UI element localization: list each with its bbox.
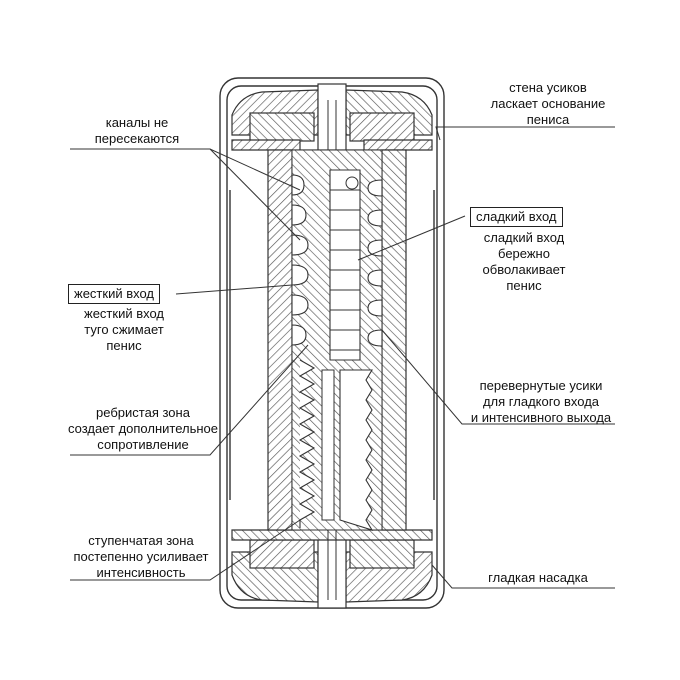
label-inverted-tendrils: перевернутые усики для гладкого входа и … [470, 378, 612, 425]
label-sweet-entry-title: сладкий вход [470, 207, 563, 227]
label-hard-entry-title: жесткий вход [68, 284, 160, 304]
inner-channel [291, 149, 383, 531]
label-hard-entry-desc: жесткий вход туго сжимает пенис [84, 306, 164, 353]
label-smooth-cap: гладкая насадка [488, 570, 588, 585]
label-channels: каналы не пересекаются [94, 115, 180, 146]
label-ribbed-zone: ребристая зона создает дополнительное со… [67, 405, 218, 452]
leader-lines [70, 126, 615, 589]
label-sweet-entry-desc: сладкий вход бережно обволакивает пенис [482, 230, 566, 293]
label-stepped-zone: ступенчатая зона постепенно усиливает ин… [73, 533, 209, 580]
label-wall-tendrils: стена усиков ласкает основание пениса [490, 80, 606, 127]
sleeve-walls [267, 149, 407, 531]
